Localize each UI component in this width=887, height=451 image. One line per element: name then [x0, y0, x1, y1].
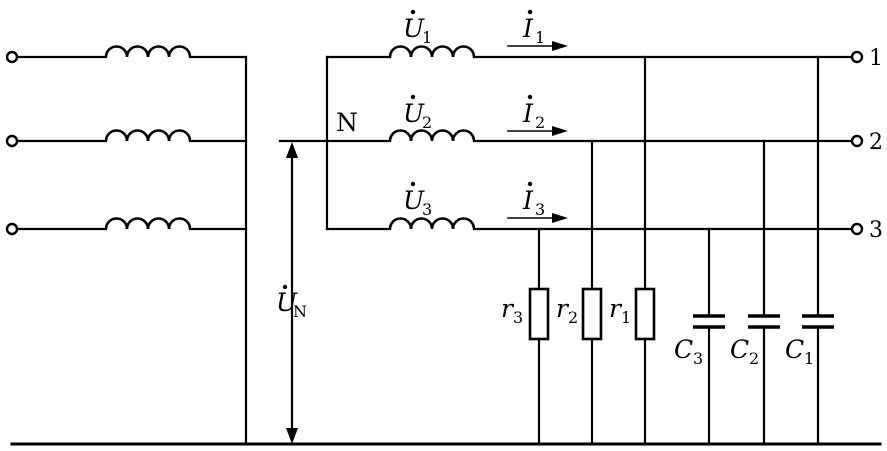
load-coil-2 [388, 129, 476, 142]
resistor-label-r2: r 2 [556, 294, 578, 327]
svg-text:2: 2 [422, 113, 432, 132]
terminal-number-1: 1 [869, 46, 883, 71]
current-arrow-2 [507, 126, 568, 136]
voltage-label-3: U 3 [403, 181, 432, 219]
source-terminal-3 [5, 222, 19, 236]
resistor-label-r3: r 3 [501, 294, 523, 327]
source-phase-1 [5, 45, 248, 64]
load-phase-2 [388, 129, 864, 148]
svg-text:U: U [403, 14, 425, 43]
svg-text:2: 2 [568, 308, 578, 327]
resistor-r3 [528, 227, 550, 446]
svg-text:U: U [403, 186, 425, 215]
resistor-r2 [581, 139, 603, 446]
load-coil-3 [388, 217, 476, 230]
svg-text:r: r [609, 294, 623, 323]
source-coil-1 [104, 45, 192, 58]
voltage-label-1: U 1 [403, 9, 432, 47]
terminal-number-3: 3 [869, 218, 883, 243]
neutral-label: N [336, 108, 358, 137]
svg-text:I: I [522, 99, 534, 128]
load-coil-1 [388, 45, 476, 58]
current-label-1: I 1 [522, 9, 545, 47]
svg-text:C: C [674, 335, 693, 364]
capacitor-label-c2: C 2 [730, 335, 759, 368]
voltage-label-2: U 2 [403, 94, 432, 132]
svg-text:2: 2 [749, 349, 759, 368]
resistor-r1 [634, 55, 656, 446]
source-phase-3 [5, 217, 248, 236]
svg-text:3: 3 [535, 200, 545, 219]
output-terminal-1 [850, 50, 864, 64]
svg-text:1: 1 [422, 28, 432, 47]
source-coil-3 [104, 217, 192, 230]
svg-text:U: U [403, 99, 425, 128]
source-coil-2 [104, 129, 192, 142]
current-label-3: I 3 [522, 181, 545, 219]
svg-text:3: 3 [693, 349, 703, 368]
neutral-voltage-label: U N [276, 284, 307, 321]
svg-text:1: 1 [804, 349, 814, 368]
load-phase-1 [325, 45, 864, 64]
capacitor-c1 [802, 55, 834, 446]
svg-text:3: 3 [422, 200, 432, 219]
svg-text:1: 1 [535, 28, 545, 47]
resistor-label-r1: r 1 [609, 294, 631, 327]
neutral-voltage-arrow [286, 142, 298, 444]
current-label-2: I 2 [522, 94, 545, 132]
capacitor-c2 [748, 139, 780, 446]
svg-text:U: U [276, 288, 298, 317]
capacitor-label-c1: C 1 [785, 335, 814, 368]
source-terminal-2 [5, 134, 19, 148]
svg-text:C: C [730, 335, 749, 364]
svg-text:3: 3 [513, 308, 523, 327]
source-phase-2 [5, 129, 248, 148]
svg-text:2: 2 [535, 113, 545, 132]
svg-text:N: N [293, 302, 307, 321]
capacitor-c3 [693, 227, 725, 446]
svg-text:I: I [522, 186, 534, 215]
svg-text:1: 1 [621, 308, 631, 327]
load-phase-3 [325, 217, 864, 236]
svg-text:r: r [501, 294, 515, 323]
svg-text:r: r [556, 294, 570, 323]
current-arrow-3 [507, 213, 568, 223]
terminal-number-2: 2 [869, 130, 883, 155]
capacitor-label-c3: C 3 [674, 335, 703, 368]
source-terminal-1 [5, 50, 19, 64]
current-arrow-1 [507, 41, 568, 51]
output-terminal-3 [850, 222, 864, 236]
svg-text:I: I [522, 14, 534, 43]
svg-text:C: C [785, 335, 804, 364]
output-terminal-2 [850, 134, 864, 148]
